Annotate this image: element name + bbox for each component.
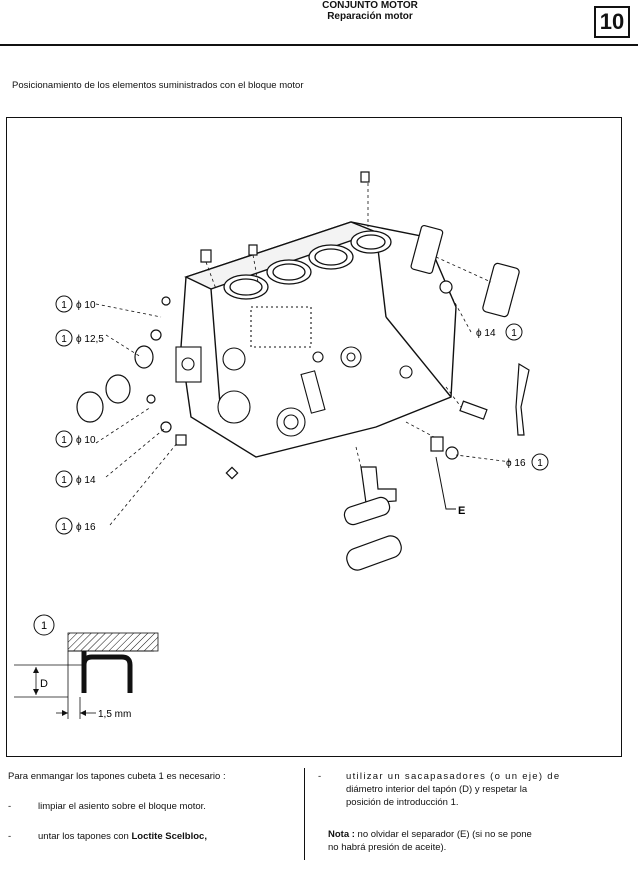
detail-dimension: 1,5 mm bbox=[98, 709, 131, 720]
callout-diameter: ϕ 14 bbox=[76, 475, 96, 486]
block-details bbox=[175, 306, 413, 437]
callout-2: 1 ϕ 12,5 bbox=[55, 329, 104, 347]
detail-inset: 1 D 1,5 mm bbox=[14, 614, 159, 720]
callout-number: 1 bbox=[61, 522, 67, 533]
leader-e bbox=[435, 456, 456, 510]
callout-diameter: ϕ 10 bbox=[76, 300, 96, 311]
label-e: E bbox=[458, 505, 465, 517]
callout-3: 1 ϕ 10 bbox=[55, 430, 96, 448]
leader-lines bbox=[95, 183, 512, 526]
figure-heading: Posicionamiento de los elementos suminis… bbox=[12, 80, 304, 91]
callout-number: 1 bbox=[61, 435, 67, 446]
callout-diameter: ϕ 12,5 bbox=[76, 334, 104, 345]
section-number: 10 bbox=[594, 6, 630, 38]
callout-diameter: ϕ 16 bbox=[76, 522, 96, 533]
detail-d-label: D bbox=[40, 678, 48, 690]
column-divider bbox=[304, 768, 305, 860]
callout-number: 1 bbox=[511, 328, 517, 339]
step-loctite-text: untar los tapones con bbox=[38, 831, 132, 842]
intro-text: Para enmangar los tapones cubeta 1 es ne… bbox=[8, 771, 226, 782]
note-label: Nota : bbox=[328, 829, 355, 840]
cylinder-bores bbox=[223, 230, 392, 300]
loose-parts bbox=[76, 171, 530, 571]
callout-diameter: ϕ 14 bbox=[476, 328, 496, 339]
callout-4: 1 ϕ 14 bbox=[55, 470, 96, 488]
step-tool-line2: diámetro interior del tapón (D) y respet… bbox=[346, 784, 528, 795]
loctite-product: Loctite Scelbloc, bbox=[131, 831, 207, 842]
callout-diameter: ϕ 16 bbox=[506, 458, 526, 469]
step-clean: limpiar el asiento sobre el bloque motor… bbox=[38, 801, 206, 812]
callout-5: 1 ϕ 16 bbox=[55, 517, 96, 535]
step-loctite: untar los tapones con Loctite Scelbloc, bbox=[38, 831, 298, 843]
step-tool-line3: posición de introducción 1. bbox=[346, 797, 459, 808]
step-tool-line1: utilizar un sacapasadores (o un eje) de bbox=[346, 771, 561, 782]
chapter-subtitle: Reparación motor bbox=[327, 11, 413, 22]
bullet: - bbox=[318, 771, 322, 782]
chapter-title: CONJUNTO MOTOR bbox=[322, 0, 418, 11]
note-line2: no habrá presión de aceite). bbox=[328, 842, 447, 853]
callout-6: ϕ 14 1 bbox=[476, 323, 523, 341]
bullet: - bbox=[8, 831, 12, 842]
callout-number: 1 bbox=[61, 334, 67, 345]
note: Nota : no olvidar el separador (E) (si n… bbox=[328, 829, 622, 841]
bullet: - bbox=[8, 801, 12, 812]
engine-block-illustration: 1 ϕ 10 1 ϕ 12,5 1 ϕ 10 1 ϕ 14 1 ϕ 16 ϕ 1… bbox=[14, 171, 549, 720]
callout-number: 1 bbox=[61, 475, 67, 486]
callout-diameter: ϕ 10 bbox=[76, 435, 96, 446]
callout-number: 1 bbox=[537, 458, 543, 469]
note-text: no olvidar el separador (E) (si no se po… bbox=[354, 829, 532, 840]
detail-number: 1 bbox=[41, 620, 47, 632]
callout-1: 1 ϕ 10 bbox=[55, 295, 96, 313]
figure-frame bbox=[6, 117, 622, 757]
callout-number: 1 bbox=[61, 300, 67, 311]
callout-7: ϕ 16 1 bbox=[506, 453, 549, 471]
header-rule bbox=[0, 44, 638, 46]
